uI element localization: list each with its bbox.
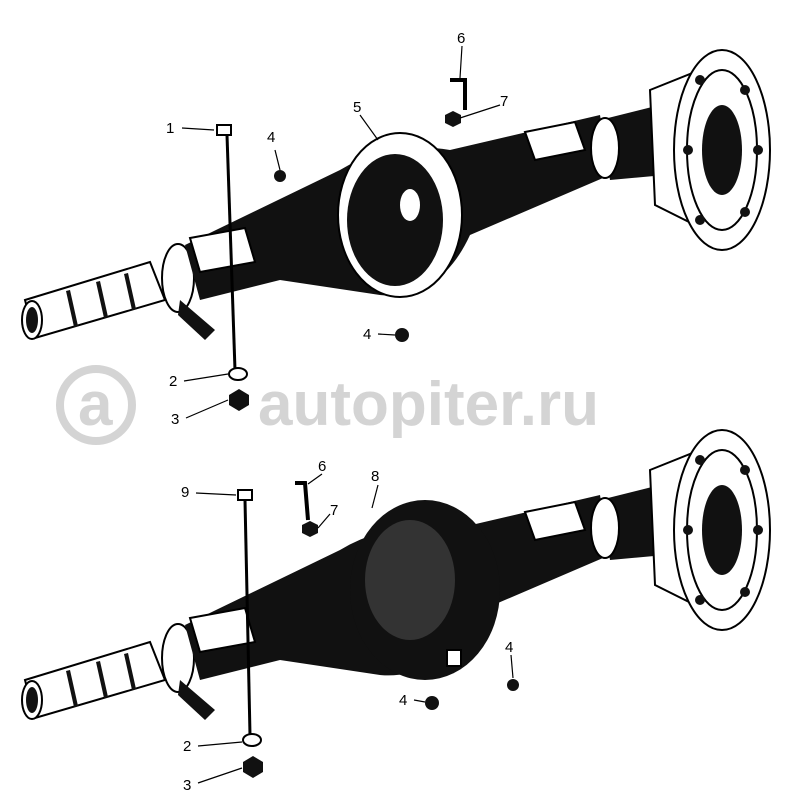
callout-4-bottom: 4 — [363, 326, 371, 343]
upper-axle-assembly: 1 5 4 6 7 4 2 3 — [21, 30, 771, 428]
callout-6: 6 — [457, 30, 465, 47]
callout-4-right: 4 — [505, 639, 513, 656]
lower-axle-assembly: 9 6 7 8 4 4 2 3 — [21, 429, 771, 794]
callout-3: 3 — [171, 411, 179, 428]
callout-2: 2 — [169, 373, 177, 390]
callout-1: 1 — [166, 120, 174, 137]
callout-7: 7 — [500, 93, 508, 110]
callout-5: 5 — [353, 99, 361, 116]
callout-8: 8 — [371, 468, 379, 485]
callout-3-lower: 3 — [183, 777, 191, 794]
callout-4: 4 — [267, 129, 275, 146]
watermark: a autopiter.ru — [56, 365, 599, 445]
watermark-text: autopiter.ru — [258, 370, 599, 439]
callout-6-lower: 6 — [318, 458, 326, 475]
callout-7-lower: 7 — [330, 502, 338, 519]
callout-4-lower: 4 — [399, 692, 407, 709]
callout-9: 9 — [181, 484, 189, 501]
callout-2-lower: 2 — [183, 738, 191, 755]
watermark-logo: a — [78, 370, 113, 439]
